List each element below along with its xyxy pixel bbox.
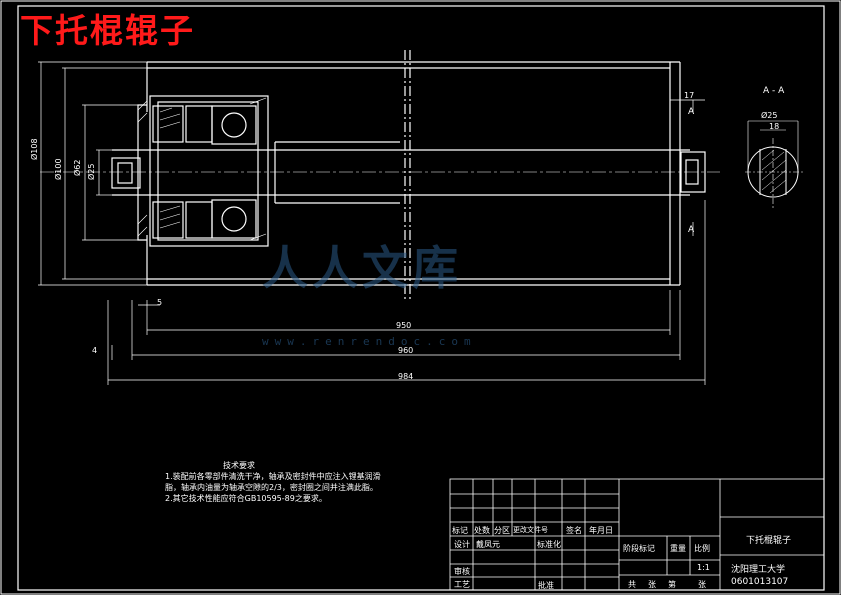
tb-designer: 戴凤元 <box>476 540 500 549</box>
notes-line-2: 脂，轴承内油量为轴承空隙的2/3，密封圈之间并注满此脂。 <box>165 483 378 492</box>
dim-984: 984 <box>398 372 414 381</box>
notes-line-1: 1.装配前各零部件清洗干净，轴承及密封件中应注入锂基润滑 <box>165 472 381 481</box>
dim-d108: Ø108 <box>30 138 39 160</box>
tb-h-count: 处数 <box>474 526 490 535</box>
notes-line-3: 2.其它技术性能应符合GB10595-89之要求。 <box>165 494 327 503</box>
tb-h-zone: 分区 <box>494 526 510 535</box>
tb-weight-label: 重量 <box>670 544 686 553</box>
section-dim-18: 18 <box>769 122 780 131</box>
tb-sheet-label: 张 <box>698 580 706 589</box>
tb-sheets-label: 张 <box>648 580 656 589</box>
tb-ratio-label: 比例 <box>694 544 710 553</box>
section-label: A - A <box>763 86 785 96</box>
tb-sheet-no: 第 <box>668 580 676 589</box>
tb-process-label: 工艺 <box>454 580 470 589</box>
tb-part-name: 下托棍辊子 <box>746 536 792 546</box>
tb-school: 沈阳理工大学 <box>731 565 786 575</box>
roller-view <box>111 50 706 300</box>
cut-mark-bottom: A <box>688 225 695 235</box>
tb-drawing-no: 0601013107 <box>731 577 789 587</box>
dim-960: 960 <box>398 346 414 355</box>
length-dims <box>107 99 706 385</box>
dim-4: 4 <box>92 346 98 355</box>
tb-stage-label: 阶段标记 <box>623 544 655 553</box>
tb-review-label: 审核 <box>454 567 470 576</box>
dim-d25: Ø25 <box>87 163 96 180</box>
watermark-url: www.renrendoc.com <box>262 335 477 348</box>
dim-d62: Ø62 <box>73 159 82 176</box>
tb-h-mark: 标记 <box>452 526 468 535</box>
dim-5: 5 <box>157 298 163 307</box>
dim-950: 950 <box>396 321 412 330</box>
tb-design-label: 设计 <box>454 540 470 549</box>
notes-title: 技术要求 <box>223 461 255 470</box>
section-a-a <box>745 120 805 210</box>
technical-notes: 技术要求 1.装配前各零部件清洗干净，轴承及密封件中应注入锂基润滑 脂，轴承内油… <box>165 460 445 504</box>
cut-mark-top: A <box>688 107 695 117</box>
diameter-dims <box>38 61 147 286</box>
tb-h-change: 更改文件号 <box>513 526 548 534</box>
dim-d100: Ø100 <box>54 158 63 180</box>
tb-h-date: 年月日 <box>589 526 613 535</box>
frame-border <box>17 5 825 591</box>
drawing-title: 下托棍辊子 <box>20 11 195 50</box>
tb-standard-label: 标准化 <box>537 540 561 549</box>
tb-approve-label: 批准 <box>538 581 554 590</box>
dim-17: 17 <box>684 91 695 100</box>
tb-scale: 1:1 <box>697 563 710 572</box>
tb-h-sign: 签名 <box>566 526 582 535</box>
watermark-text: 人人文库 <box>262 241 462 295</box>
section-hatch <box>761 149 787 194</box>
title-block-grid <box>449 478 825 591</box>
section-dim-d25: Ø25 <box>761 111 778 120</box>
section-hatching <box>137 97 267 241</box>
tb-sheets-total: 共 <box>628 580 636 589</box>
